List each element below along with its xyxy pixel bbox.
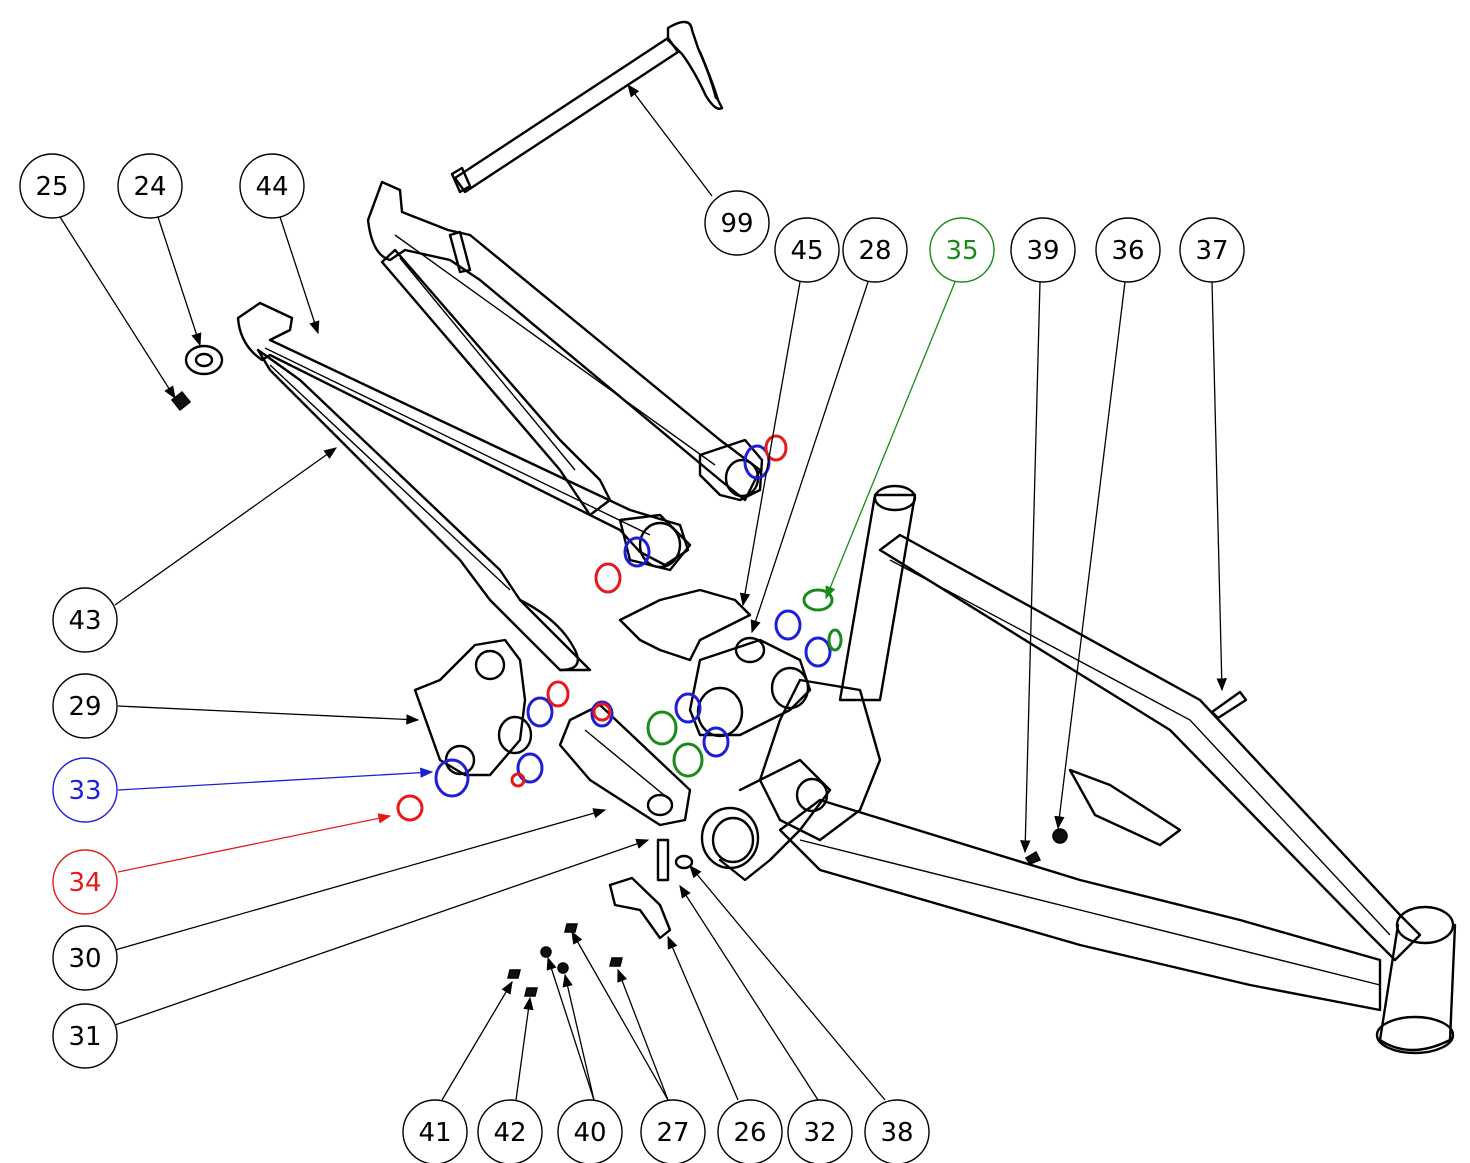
- leader-lines: [59, 83, 1227, 1101]
- callout-circle: [477, 1099, 543, 1163]
- callout-label: 28: [858, 236, 891, 266]
- callout-label: 41: [418, 1118, 451, 1148]
- callout-33: 33: [52, 757, 118, 823]
- chainstay-yoke: [413, 638, 533, 777]
- callout-45: 45: [774, 217, 840, 283]
- callout-44: 44: [239, 153, 305, 219]
- callout-circle: [239, 153, 305, 219]
- bottom-bracket-shell: [700, 758, 832, 882]
- callout-43: 43: [52, 587, 118, 653]
- callout-circle: [52, 673, 118, 739]
- callout-label: 38: [880, 1118, 913, 1148]
- callout-41: 41: [402, 1099, 468, 1163]
- axles-green: [646, 588, 843, 778]
- callout-circle: [19, 153, 85, 219]
- callout-label: 36: [1111, 236, 1144, 266]
- callout-24: 24: [117, 153, 183, 219]
- callout-40: 40: [557, 1099, 623, 1163]
- callout-circle: [1095, 217, 1161, 283]
- callout-label: 30: [68, 944, 101, 974]
- callout-28: 28: [842, 217, 908, 283]
- callout-circle: [787, 1099, 853, 1163]
- callout-42: 42: [477, 1099, 543, 1163]
- callout-circle: [1010, 217, 1076, 283]
- callout-label: 26: [733, 1118, 766, 1148]
- callout-label: 44: [255, 172, 288, 202]
- callout-label: 39: [1026, 236, 1059, 266]
- callout-balloons: 25 24 44 99 45 28 35 39 36 37 43 29 33 34 30 31 41 42 40 27…: [19, 153, 1245, 1163]
- callout-circle: [717, 1099, 783, 1163]
- small-hardware: [170, 344, 1248, 997]
- callout-label: 43: [68, 606, 101, 636]
- callout-37: 37: [1179, 217, 1245, 283]
- callout-38: 38: [864, 1099, 930, 1163]
- callout-32: 32: [787, 1099, 853, 1163]
- callout-label: 37: [1195, 236, 1228, 266]
- callout-label: 99: [720, 209, 753, 239]
- callout-circle: [52, 587, 118, 653]
- callout-30: 30: [52, 925, 118, 991]
- callout-label: 33: [68, 776, 101, 806]
- callout-circle: [774, 217, 840, 283]
- callout-label: 24: [133, 172, 166, 202]
- callout-label: 42: [493, 1118, 526, 1148]
- callout-circle: [117, 153, 183, 219]
- callout-circle: [52, 757, 118, 823]
- callout-circle: [402, 1099, 468, 1163]
- callout-36: 36: [1095, 217, 1161, 283]
- chain-stay: [236, 301, 690, 672]
- callout-circle: [52, 1003, 118, 1069]
- bearings-blue: [434, 444, 832, 798]
- callout-circle: [557, 1099, 623, 1163]
- thru-axle: [450, 20, 724, 194]
- callout-label: 40: [573, 1118, 606, 1148]
- front-triangle: [758, 484, 1457, 1055]
- callout-label: 35: [945, 236, 978, 266]
- callout-label: 45: [790, 236, 823, 266]
- lower-link: [558, 703, 692, 827]
- callout-label: 29: [68, 692, 101, 722]
- callout-circle: [704, 190, 770, 256]
- callout-label: 25: [35, 172, 68, 202]
- callout-34: 34: [52, 849, 118, 915]
- callout-circle: [52, 849, 118, 915]
- callout-circle: [640, 1099, 706, 1163]
- callout-99: 99: [704, 190, 770, 256]
- callout-label: 32: [803, 1118, 836, 1148]
- callout-29: 29: [52, 673, 118, 739]
- callout-circle: [929, 217, 995, 283]
- callout-circle: [842, 217, 908, 283]
- callout-31: 31: [52, 1003, 118, 1069]
- callout-26: 26: [717, 1099, 783, 1163]
- seat-stay: [366, 180, 762, 517]
- callout-label: 31: [68, 1022, 101, 1052]
- bushings-red: [396, 434, 788, 822]
- callout-label: 34: [68, 868, 101, 898]
- callout-circle: [864, 1099, 930, 1163]
- upper-link: [618, 438, 764, 572]
- callout-35: 35: [929, 217, 995, 283]
- callout-circle: [52, 925, 118, 991]
- callout-27: 27: [640, 1099, 706, 1163]
- callout-circle: [1179, 217, 1245, 283]
- callout-39: 39: [1010, 217, 1076, 283]
- callout-25: 25: [19, 153, 85, 219]
- callout-label: 27: [656, 1118, 689, 1148]
